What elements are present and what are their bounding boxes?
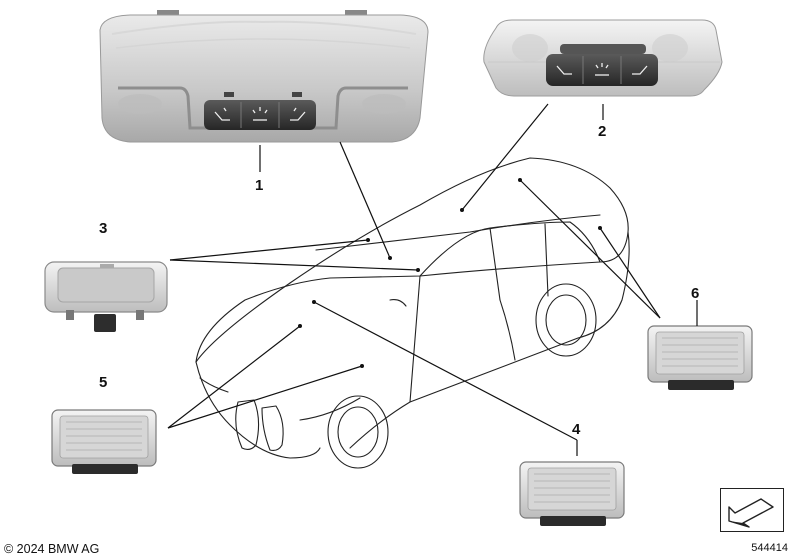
part-1-overhead-console <box>99 10 429 143</box>
image-number: 544414 <box>751 542 788 554</box>
reading-light-left-icon <box>214 107 230 121</box>
part-6-lamp <box>647 325 753 390</box>
reading-light-right-icon <box>290 107 306 121</box>
return-arrow-icon <box>728 498 774 528</box>
callout-2: 2 <box>598 123 606 140</box>
callout-1: 1 <box>255 177 263 194</box>
callout-4: 4 <box>572 421 581 438</box>
leader-lines <box>167 103 698 456</box>
part-4-lamp <box>519 461 625 526</box>
part-3-lamp <box>44 261 168 332</box>
return-navigation-button[interactable] <box>720 488 784 532</box>
part-5-lamp <box>51 409 157 474</box>
callout-3: 3 <box>99 220 107 237</box>
interior-light-icon <box>252 107 268 121</box>
car-outline <box>195 157 630 469</box>
callout-5: 5 <box>99 374 107 391</box>
callout-6: 6 <box>691 285 699 302</box>
copyright-text: © 2024 BMW AG <box>4 542 100 556</box>
part-2-overhead-console <box>483 19 723 97</box>
